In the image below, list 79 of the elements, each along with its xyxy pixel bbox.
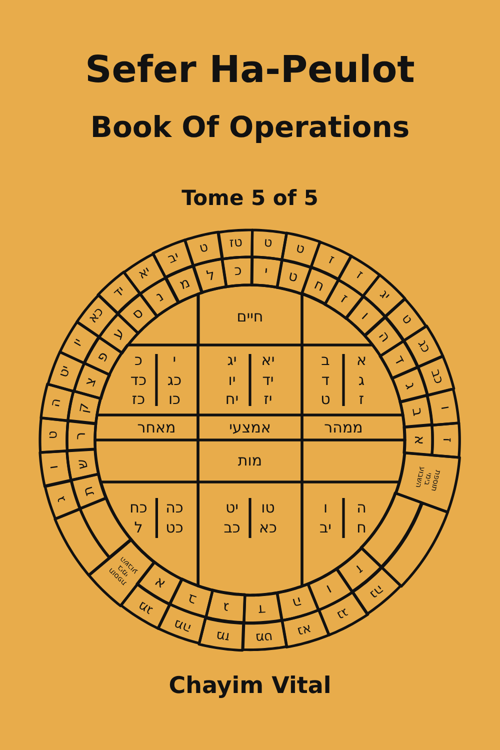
ring-letter: מ: [176, 274, 192, 294]
ring-letter: כ: [234, 262, 243, 281]
ring-letter: כא: [86, 304, 108, 328]
author-name: Chayim Vital: [168, 673, 332, 699]
ring-letter: כג: [414, 338, 434, 356]
ring-letter: ז: [350, 560, 366, 578]
ring-letter: נג: [334, 604, 351, 624]
ring-letter: א: [152, 573, 170, 594]
ring-letter: ט: [198, 240, 211, 258]
letter-column: יג יו יח: [225, 350, 239, 410]
letter-column: ה ח: [356, 498, 366, 538]
ring-letter: נא: [295, 620, 314, 639]
ring-letter: מט: [254, 628, 273, 646]
ring-letter: ב: [407, 406, 426, 418]
ring-letter: ז: [325, 252, 336, 270]
letter-column: א ג ז: [356, 350, 366, 410]
ring-letter: ס: [128, 304, 148, 324]
ring-letter: נ: [152, 288, 168, 306]
letter-column: כח ל: [130, 498, 148, 538]
ring-letter: יט: [56, 364, 75, 380]
ring-letter: ה: [48, 397, 66, 409]
ring-letter: יו: [70, 336, 88, 350]
cell-text: מות: [238, 451, 262, 471]
ring-letter: ו: [436, 404, 452, 412]
ring-letter: כב: [426, 367, 446, 386]
ring-letter: ו: [358, 308, 373, 324]
letter-column: יא יד יז: [261, 350, 275, 410]
ring-letter: יב: [166, 249, 182, 269]
ring-letter: ז: [336, 290, 351, 308]
ring-letter: י: [263, 262, 268, 281]
ring-letter: ט: [286, 266, 300, 287]
ring-letter: פ: [92, 348, 114, 365]
ring-letter: ח: [311, 276, 328, 296]
ring-letter: מז: [214, 626, 230, 644]
ring-letter: מה: [172, 614, 194, 636]
ring-letter: ז: [438, 438, 455, 442]
cell-text: ממהר: [324, 418, 363, 438]
ring-letter: ט: [264, 236, 274, 254]
ring-letter: ק: [74, 402, 94, 415]
ring-letter: ו: [46, 464, 64, 470]
ring-letter: ט: [294, 240, 306, 260]
ring-letter: ה: [290, 592, 304, 612]
volume-label: Tome 5 of 5: [180, 186, 320, 210]
letter-column: יט כב: [224, 498, 240, 538]
ring-letter: יד: [110, 283, 129, 303]
ring-letter: יא: [136, 263, 155, 284]
letter-column: ב ד ט: [320, 350, 330, 410]
ring-letter: ר: [72, 432, 90, 440]
ring-letter: צ: [81, 374, 102, 389]
ring-letter: נה: [366, 580, 387, 602]
ring-letter: ט: [45, 430, 62, 440]
ring-letter: טז: [229, 235, 244, 253]
letter-column: כ כד כז: [130, 350, 147, 410]
letter-column: טו כא: [259, 498, 277, 538]
letter-column: ו יב: [319, 498, 332, 538]
ring-letter: מג: [135, 596, 156, 618]
letter-column: כה כט: [166, 498, 184, 538]
ring-letter: ז: [352, 268, 366, 285]
ring-letter: ד: [257, 599, 266, 618]
ring-letter: ג: [400, 380, 420, 392]
ring-letter: א: [410, 435, 428, 445]
ring-letter: ט: [396, 312, 415, 329]
ring-letter: ג: [54, 494, 71, 504]
letter-column: י כג כו: [167, 350, 182, 410]
ring-letter: ד: [389, 352, 409, 368]
book-subtitle: Book Of Operations: [89, 110, 411, 144]
ring-letter: ת: [78, 483, 99, 498]
ring-letter: ה: [374, 328, 394, 346]
ring-letter: ע: [108, 324, 128, 343]
book-title: Sefer Ha-Peulot: [84, 48, 416, 91]
ring-letter: ג: [222, 598, 231, 617]
cell-text: חיים: [236, 307, 264, 327]
ring-letter: ו: [323, 580, 336, 598]
cell-text: אמצעי: [229, 418, 271, 438]
ring-letter: ב: [185, 588, 200, 609]
cell-text: מאחר: [137, 418, 176, 438]
ring-letter: ל: [204, 266, 217, 286]
ring-letter: ש: [72, 457, 92, 470]
ring-letter: יג: [376, 287, 393, 306]
